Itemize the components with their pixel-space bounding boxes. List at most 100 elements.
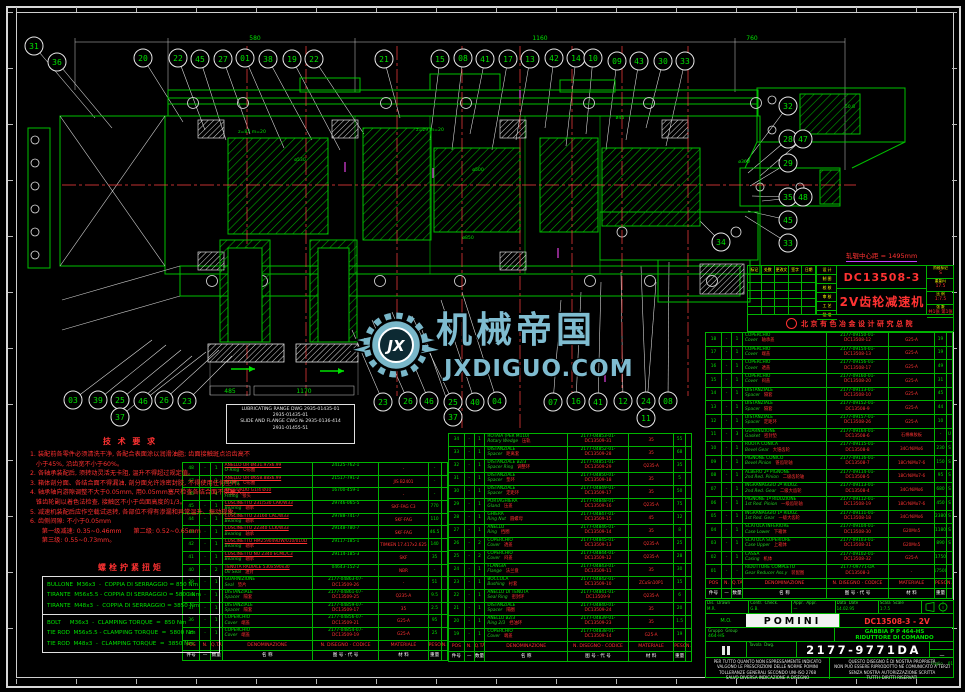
bom-cell: Q235-A <box>629 551 675 563</box>
leader-line <box>72 339 153 401</box>
part-dwg-no: 16700-459-1 <box>331 488 360 494</box>
bom-header-cell: 名 称 <box>743 588 827 598</box>
bom-cell <box>686 512 692 524</box>
balloon-number: 41 <box>480 55 490 64</box>
part-code: DC13509-31 <box>584 439 612 445</box>
bom-cell: S <box>947 442 953 455</box>
bom-cell: 55 <box>674 434 687 446</box>
part-name: PIGNONE CONICO <box>745 455 784 461</box>
part-name: ANELLO ø2/3 <box>487 616 516 621</box>
part-code: DC13508-30 <box>844 529 871 535</box>
balloon-17 <box>498 49 518 69</box>
bom-cell: 27 <box>449 525 465 537</box>
part-name-zh: 接头 <box>242 493 251 499</box>
bom-cell: 35 <box>379 602 429 615</box>
part-name-zh: O形圈 <box>243 481 256 487</box>
bom-cell: - <box>429 463 442 475</box>
part-code: DC13508-6 <box>845 433 870 439</box>
balloon-number: 46 <box>138 397 148 406</box>
bom-cell: 06 <box>706 496 722 510</box>
part-name-zh: 垫环 <box>506 478 515 484</box>
part-name-zh: 端盖 <box>503 634 513 640</box>
bom-cell: 75 <box>674 499 687 511</box>
bom-header-cell <box>686 652 692 661</box>
bom-cell: G25-A <box>889 414 935 428</box>
balloon-46 <box>133 391 153 411</box>
bom-cell: NBR <box>379 564 429 577</box>
part-code: DC13509-15 <box>584 517 612 523</box>
part-name-zh: 闷盖 <box>761 379 771 385</box>
bom-header-cell: — <box>200 650 211 660</box>
bom-cell: 03 <box>706 537 722 551</box>
bom-cell: 3 <box>732 428 743 442</box>
bom-cell: 29148-780-7 <box>313 526 380 539</box>
bom-cell: 1 <box>732 524 743 537</box>
top-dimension-line <box>74 38 846 170</box>
bom-cell <box>686 616 692 628</box>
disclaimer-left: PER TUTTO QUANTO NON ESPRESSAMENTE INDIC… <box>706 657 829 680</box>
part-name: INGRANAGGIO 1ª RIDUZ. <box>745 510 799 516</box>
balloon-number: 29 <box>783 159 793 168</box>
code-cell: DC13508-3 - 2V <box>839 613 954 628</box>
part-name: COPERCHIO <box>224 615 251 621</box>
bom-cell: - <box>200 463 211 475</box>
revision-cell <box>748 275 762 282</box>
disclaimer-line: NON PUÒ ESSERE RIPRODOTTO NÉ COMUNICATO … <box>834 664 950 670</box>
revision-cell <box>789 299 803 306</box>
part-dwg-no: 2177-04841-01- <box>580 590 616 595</box>
balloon-number: 03 <box>68 396 78 405</box>
bom-cell: 2177-04856-07-DC13509-21 <box>313 615 380 627</box>
part-name-zh: 圆螺母 <box>510 517 523 523</box>
bom-cell: 26 <box>449 538 465 550</box>
balloon-30 <box>653 51 673 71</box>
sheet-dash: — <box>939 653 945 659</box>
bom-cell: S <box>947 455 953 469</box>
balloon-number: 33 <box>680 57 690 66</box>
bom-cell: 1 <box>475 564 486 576</box>
balloon-26 <box>398 391 418 411</box>
part-code: DC13509-19 <box>332 633 360 639</box>
part-dwg-no: 2177-09116-01- <box>840 455 875 461</box>
company-logo-icon <box>786 318 797 329</box>
foglio-label: Foglio <box>930 661 943 666</box>
part-dwg-no: 2177-04851-01- <box>580 460 616 465</box>
balloon-21 <box>374 49 394 69</box>
bom-cell: Q235-A <box>379 589 429 602</box>
bom-cell: - <box>722 333 732 346</box>
part-code: DC13509-14 <box>584 634 612 640</box>
watermark-domain: JXDIGUO.COM <box>442 356 634 382</box>
part-name-zh: 透盖 <box>503 543 513 549</box>
balloon-number: 14 <box>571 54 581 63</box>
bom-cell: 44 <box>183 513 201 526</box>
bom-cell <box>947 346 953 360</box>
bom-cell: - <box>429 564 442 577</box>
part-code: DC13508-19 <box>844 502 871 508</box>
balloon-number: 01 <box>240 54 250 63</box>
balloon-number: 38 <box>263 55 273 64</box>
bom-cell: 1 <box>732 346 743 360</box>
bom-cell: 1 <box>475 486 486 498</box>
title-field: 重量(t)17.5 <box>927 279 954 292</box>
bom-cell: 2177-09102-01-DC13508-32 <box>827 551 889 565</box>
bom-cell: 34 <box>449 434 465 446</box>
part-name: SCATOLA SUPERIORE <box>745 537 791 543</box>
